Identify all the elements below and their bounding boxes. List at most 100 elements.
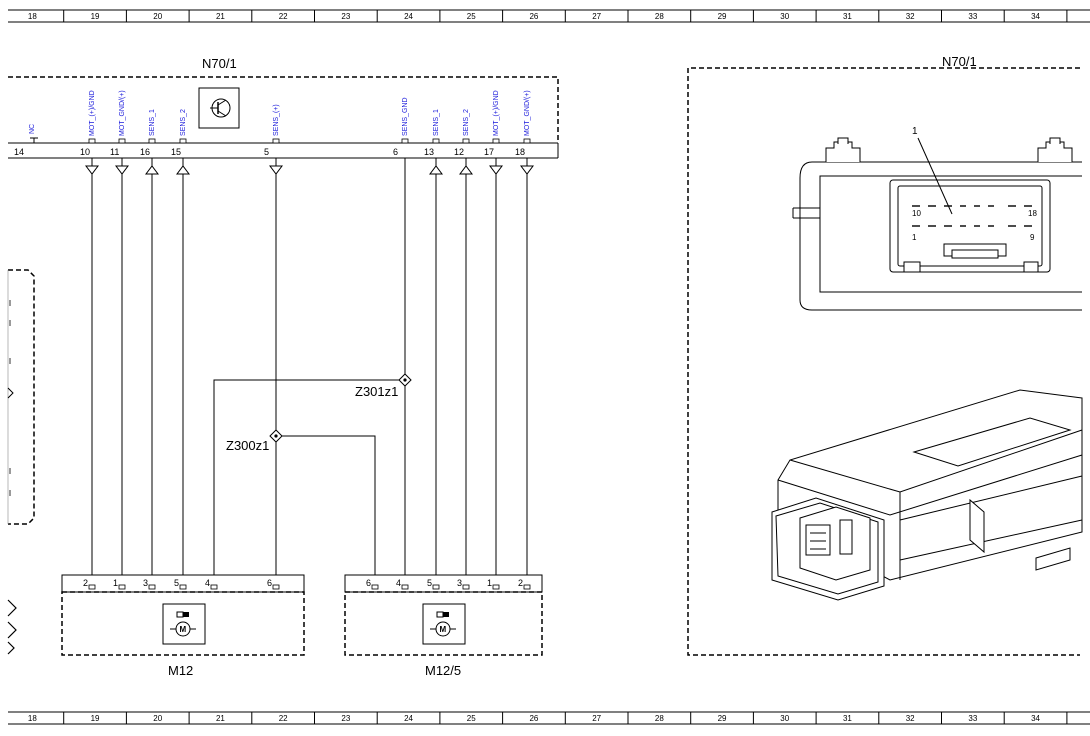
pin-number: 3 (457, 578, 462, 588)
pin-terminal (118, 584, 126, 590)
pin-label: 10 (912, 209, 921, 218)
pin-number: 3 (143, 578, 148, 588)
pin-number: 5 (264, 147, 269, 157)
pin-terminal (179, 584, 187, 590)
pin-number: 6 (366, 578, 371, 588)
pin-number: 6 (267, 578, 272, 588)
signal-label: MOT_(+)/GND (493, 90, 500, 136)
pin-terminal (523, 138, 531, 144)
arrow-up-icon (145, 165, 159, 175)
pin-number: 10 (80, 147, 90, 157)
ruler-label: 28 (655, 12, 664, 21)
pin-number: 4 (396, 578, 401, 588)
wires (91, 158, 528, 584)
signal-label: SENS_GND (402, 97, 409, 136)
ruler-label: 23 (341, 12, 350, 21)
pin-number: 6 (393, 147, 398, 157)
component-view-n70-1: N70/1 (687, 54, 1083, 656)
splice-z301z1: Z301z1 (355, 373, 412, 399)
ruler-label: 34 (1031, 714, 1040, 723)
splice-label: Z300z1 (226, 438, 269, 453)
ruler-label: 19 (91, 12, 100, 21)
nc-label: NC (29, 124, 36, 134)
arrow-up-icon (429, 165, 443, 175)
arrow-up-icon (459, 165, 473, 175)
arrow-down-icon (520, 165, 534, 175)
ruler-label: 25 (467, 12, 476, 21)
pin-number: 17 (484, 147, 494, 157)
signal-label: SENS_2 (463, 109, 470, 136)
control-unit-housing-iso (771, 389, 1083, 601)
pin-number: 5 (427, 578, 432, 588)
ruler-label: 32 (906, 714, 915, 723)
pin-terminal (118, 138, 126, 144)
ruler-label: 29 (718, 12, 727, 21)
pin-terminal (371, 584, 379, 590)
ruler-label: 26 (529, 714, 538, 723)
component-view-label: N70/1 (942, 54, 977, 69)
arrow-down-icon (115, 165, 129, 175)
motor-m12-5: 6 4 5 3 1 2 M M12/5 (344, 574, 543, 678)
pin-terminal (148, 138, 156, 144)
pin-number: 16 (140, 147, 150, 157)
arrow-up-icon (176, 165, 190, 175)
pin-label: 18 (1028, 209, 1037, 218)
ruler-label: 30 (780, 714, 789, 723)
left-partial-component (7, 269, 35, 655)
motor-icon: M (422, 603, 466, 645)
pin-number: 15 (171, 147, 181, 157)
ruler-label: 22 (279, 714, 288, 723)
callout-number: 1 (912, 126, 918, 137)
signal-label: SENS_(+) (273, 104, 280, 136)
pin-terminal (432, 584, 440, 590)
pin-terminal (432, 138, 440, 144)
pin-number: 1 (487, 578, 492, 588)
ruler-label: 18 (28, 12, 37, 21)
svg-text:M: M (440, 625, 447, 634)
arrow-down-icon (269, 165, 283, 175)
ruler-label: 20 (153, 12, 162, 21)
motor-icon: M (162, 603, 206, 645)
pin-number: 18 (515, 147, 525, 157)
pin-terminal (179, 138, 187, 144)
ruler-label: 28 (655, 714, 664, 723)
pin-label: 1 (912, 233, 917, 242)
pin-number: 14 (14, 147, 24, 157)
control-unit-housing-top (792, 137, 1082, 311)
transistor-icon (198, 87, 240, 129)
pin-number: 1 (113, 578, 118, 588)
control-unit-label: N70/1 (202, 56, 237, 71)
signal-label: MOT_(+)/GND (89, 90, 96, 136)
ruler-label: 26 (529, 12, 538, 21)
ruler-label: 30 (780, 12, 789, 21)
pin-terminal (148, 584, 156, 590)
motor-label: M12/5 (425, 663, 461, 678)
splice-label: Z301z1 (355, 384, 398, 399)
arrow-down-icon (489, 165, 503, 175)
pin-terminal (272, 584, 280, 590)
ruler-label: 33 (968, 714, 977, 723)
ruler-label: 18 (28, 714, 37, 723)
pin-number: 12 (454, 147, 464, 157)
pin-terminal (88, 138, 96, 144)
ruler-label: 22 (279, 12, 288, 21)
ruler-label: 27 (592, 714, 601, 723)
signal-label: SENS_1 (433, 109, 440, 136)
pin-terminal (462, 584, 470, 590)
pin-terminal (210, 584, 218, 590)
ruler-label: 29 (718, 714, 727, 723)
pin-number: 2 (83, 578, 88, 588)
motor-label: M12 (168, 663, 193, 678)
ruler-label: 33 (968, 12, 977, 21)
pin-number: 2 (518, 578, 523, 588)
ruler-label: 24 (404, 12, 413, 21)
signal-label: SENS_1 (149, 109, 156, 136)
svg-text:M: M (180, 625, 187, 634)
pin-terminal (401, 138, 409, 144)
pin-terminal (523, 584, 531, 590)
ruler-label: 31 (843, 714, 852, 723)
